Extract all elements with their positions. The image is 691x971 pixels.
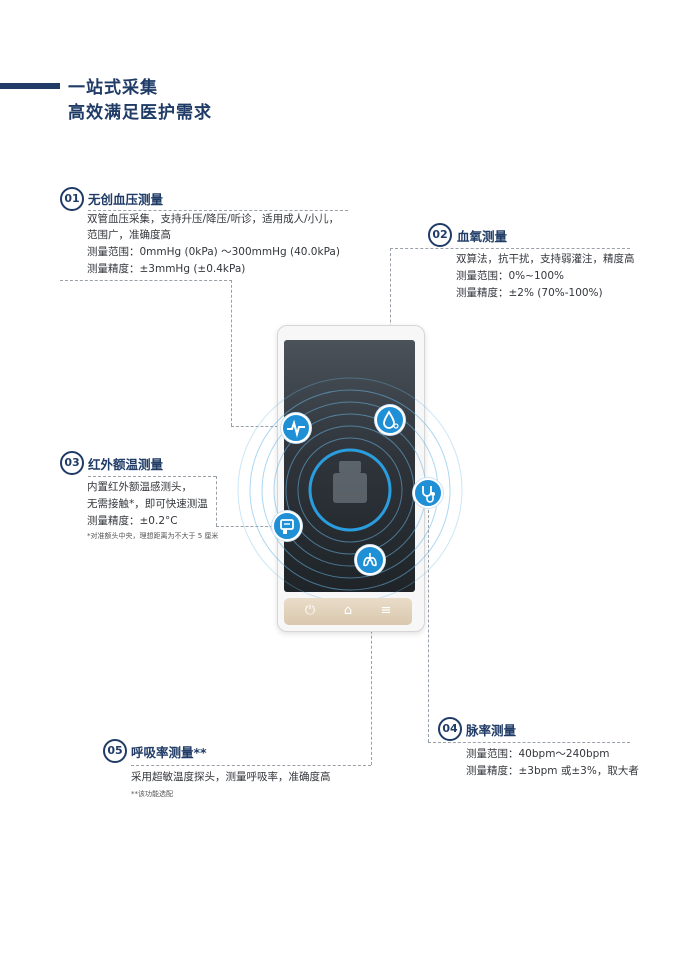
page-title: 一站式采集 xyxy=(68,78,158,98)
power-button[interactable]: ⏻ xyxy=(304,603,316,618)
pulse-line-2: 测量精度：±3bpm 或±3%，取大者 xyxy=(466,765,639,777)
section-title-pulse: 脉率测量 xyxy=(466,723,517,738)
section-number-05: 05 xyxy=(103,739,127,763)
connector-temp-v xyxy=(216,476,217,526)
connector-temp-h xyxy=(88,476,216,477)
bp-line-4: 测量精度：±3mmHg (±0.4kPa) xyxy=(87,263,246,275)
connector-bp-h xyxy=(60,280,232,281)
section-title-spo2: 血氧测量 xyxy=(457,229,508,244)
connector-bp-h2 xyxy=(231,426,283,427)
stethoscope-icon xyxy=(413,478,443,508)
lungs-icon xyxy=(355,545,385,575)
thermometer-icon xyxy=(272,511,302,541)
temp-line-2: 无需接触*，即可快速测温 xyxy=(87,498,208,510)
header-bar xyxy=(0,83,60,89)
section-number-02: 02 xyxy=(428,223,452,247)
section-title-bp: 无创血压测量 xyxy=(88,192,164,207)
connector-resp-h xyxy=(131,765,371,766)
device-control-panel xyxy=(284,598,412,625)
connector-resp-v xyxy=(371,570,372,765)
oxygen-drop-icon xyxy=(375,405,405,435)
section-number-04: 04 xyxy=(438,717,462,741)
bp-line-3: 测量范围：0mmHg (0kPa) ～300mmHg (40.0kPa) xyxy=(87,246,340,258)
menu-button[interactable]: ≡ xyxy=(380,603,392,618)
resp-line-1: 采用超敏温度探头，测量呼吸率，准确度高 xyxy=(131,771,331,783)
temp-line-3: 测量精度：±0.2°C xyxy=(87,515,178,527)
resp-note: **该功能选配 xyxy=(131,790,173,798)
divider xyxy=(88,210,348,211)
spo2-line-1: 双算法，抗干扰，支持弱灌注，精度高 xyxy=(456,253,635,265)
connector-pulse-h xyxy=(428,742,630,743)
bp-line-1: 双管血压采集，支持升压/降压/听诊，适用成人/小儿， xyxy=(87,213,340,225)
connector-bp-v xyxy=(231,280,232,426)
spo2-line-2: 测量范围：0%~100% xyxy=(456,270,564,282)
page-subtitle: 高效满足医护需求 xyxy=(68,103,212,123)
temp-note: *对准额头中央，理想距离为不大于 5 厘米 xyxy=(87,532,219,540)
pulse-line-1: 测量范围：40bpm～240bpm xyxy=(466,748,610,760)
signal-rings xyxy=(237,377,463,603)
temp-line-1: 内置红外额温感测头， xyxy=(87,481,192,493)
connector-temp-h2 xyxy=(216,526,278,527)
section-title-temp: 红外额温测量 xyxy=(88,457,164,472)
connector-pulse-v xyxy=(428,505,429,742)
section-number-01: 01 xyxy=(60,187,84,211)
home-button[interactable]: ⌂ xyxy=(343,603,353,618)
section-title-resp: 呼吸率测量** xyxy=(131,745,207,760)
connector-spo2-v xyxy=(390,248,391,343)
spo2-line-3: 测量精度：±2% (70%-100%) xyxy=(456,287,603,299)
bp-line-2: 范围广，准确度高 xyxy=(87,229,171,241)
heartbeat-icon xyxy=(281,413,311,443)
section-number-03: 03 xyxy=(60,451,84,475)
connector-spo2-h xyxy=(390,248,630,249)
